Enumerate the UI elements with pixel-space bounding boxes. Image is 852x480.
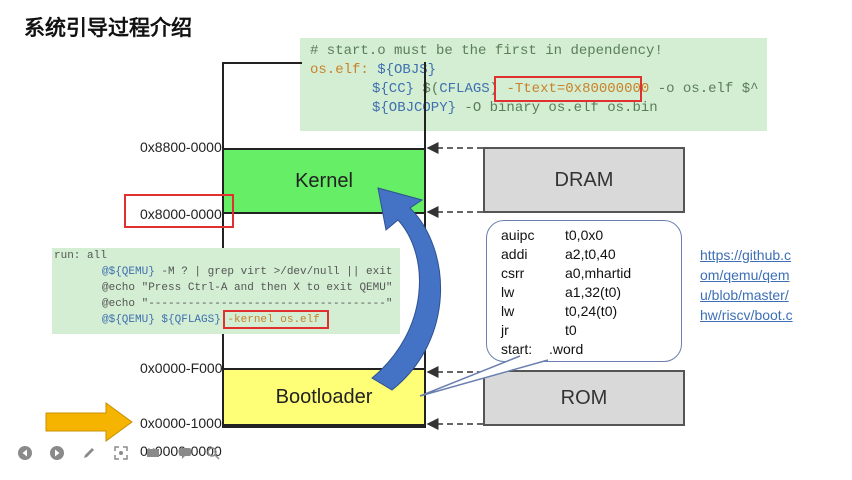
asm-op: auipc <box>501 227 535 243</box>
addr-00001000: 0x0000-1000 <box>140 415 222 431</box>
asm-op: addi <box>501 246 528 262</box>
dram-block: DRAM <box>483 147 685 213</box>
run-echo-2: @echo "---------------------------------… <box>102 298 393 310</box>
asm-op: jr <box>501 322 509 338</box>
asm-args: .word <box>549 341 584 357</box>
asm-args: a2,t0,40 <box>565 246 616 262</box>
kernel-region: Kernel <box>222 148 426 214</box>
pen-icon[interactable] <box>82 446 96 460</box>
asm-op: start: <box>501 341 533 357</box>
bubble-tail <box>419 355 549 397</box>
jump-to-kernel-arrow <box>371 187 441 391</box>
makefile-target: os.elf: <box>310 62 378 78</box>
makefile-paren-open: $( <box>414 81 440 97</box>
addr-88000000: 0x8800-0000 <box>140 139 222 155</box>
run-line-qemu-exec: @${QEMU} ${QFLAGS} -kernel os.elf <box>102 314 320 326</box>
addr-80000000-highlight <box>124 194 234 228</box>
prev-icon[interactable] <box>18 446 32 460</box>
asm-args: t0,0x0 <box>565 227 604 243</box>
link-line-4[interactable]: hw/riscv/boot.c <box>700 307 793 323</box>
chat-icon[interactable] <box>178 446 192 460</box>
focus-icon[interactable] <box>114 446 128 460</box>
makefile-cc-rest: -o os.elf $^ <box>649 81 759 97</box>
asm-args: t0 <box>565 322 577 338</box>
makefile-objcopy: ${OBJCOPY} <box>372 100 457 116</box>
link-line-2[interactable]: om/qemu/qem <box>700 267 790 283</box>
asm-op: lw <box>501 284 515 300</box>
kernel-arg-highlight <box>223 310 329 329</box>
github-boot-link[interactable]: https://github.c om/qemu/qem u/blob/mast… <box>700 245 810 325</box>
makefile-top-snippet: # start.o must be the first in dependenc… <box>300 38 767 131</box>
makefile-target-line: os.elf: ${OBJS} <box>310 62 436 78</box>
asm-args: a0,mhartid <box>565 265 632 281</box>
makefile-ttext: -Ttext=0x80000000 <box>506 81 650 97</box>
makefile-cflags: CFLAGS <box>439 81 490 97</box>
makefile-run-snippet: run: all @${QEMU} -M ? | grep virt >/dev… <box>52 248 400 334</box>
makefile-objs: ${OBJS} <box>377 62 437 78</box>
asm-op: csrr <box>501 265 525 281</box>
makefile-cc-line: ${CC} $(CFLAGS) -Ttext=0x80000000 -o os.… <box>372 81 759 97</box>
link-line-3[interactable]: u/blob/master/ <box>700 287 789 303</box>
run-echo-1: @echo "Press Ctrl-A and then X to exit Q… <box>102 282 393 294</box>
run-grep: -M ? | grep virt >/dev/null || exit <box>154 266 393 278</box>
rom-block: ROM <box>483 370 685 426</box>
slide-title: 系统引导过程介绍 <box>24 16 192 40</box>
asm-args: t0,24(t0) <box>565 303 618 319</box>
asm-args: a1,32(t0) <box>565 284 622 300</box>
asm-op: lw <box>501 303 515 319</box>
next-icon[interactable] <box>50 446 64 460</box>
run-target: run: all <box>54 250 107 262</box>
entry-pointer-arrow <box>45 402 133 442</box>
addr-80000000: 0x8000-0000 <box>140 206 222 222</box>
asm-bubble: auipc t0,0x0 addi a2,t0,40 csrr a0,mhartid lw a… <box>486 220 682 362</box>
ttext-highlight-box <box>494 76 642 102</box>
makefile-objcopy-rest: -O binary os.elf os.bin <box>456 100 658 116</box>
link-line-1[interactable]: https://github.c <box>700 247 792 263</box>
run-line-qemu-check: @${QEMU} -M ? | grep virt >/dev/null || … <box>102 266 392 278</box>
run-kernel-arg: -kernel os.elf <box>220 314 320 326</box>
run-qflags: ${QFLAGS} <box>154 314 221 326</box>
makefile-cc: ${CC} <box>372 81 415 97</box>
makefile-paren-close: ) <box>489 81 499 97</box>
zoom-icon[interactable] <box>206 446 220 460</box>
subtitle-icon[interactable] <box>146 446 160 460</box>
makefile-comment: # start.o must be the first in dependenc… <box>310 43 663 59</box>
run-qemu-var2: @${QEMU} <box>102 314 155 326</box>
run-qemu-var: @${QEMU} <box>102 266 155 278</box>
memory-frame-top <box>222 62 302 64</box>
addr-0000f000: 0x0000-F000 <box>140 360 223 376</box>
makefile-objcopy-line: ${OBJCOPY} -O binary os.elf os.bin <box>372 100 658 116</box>
